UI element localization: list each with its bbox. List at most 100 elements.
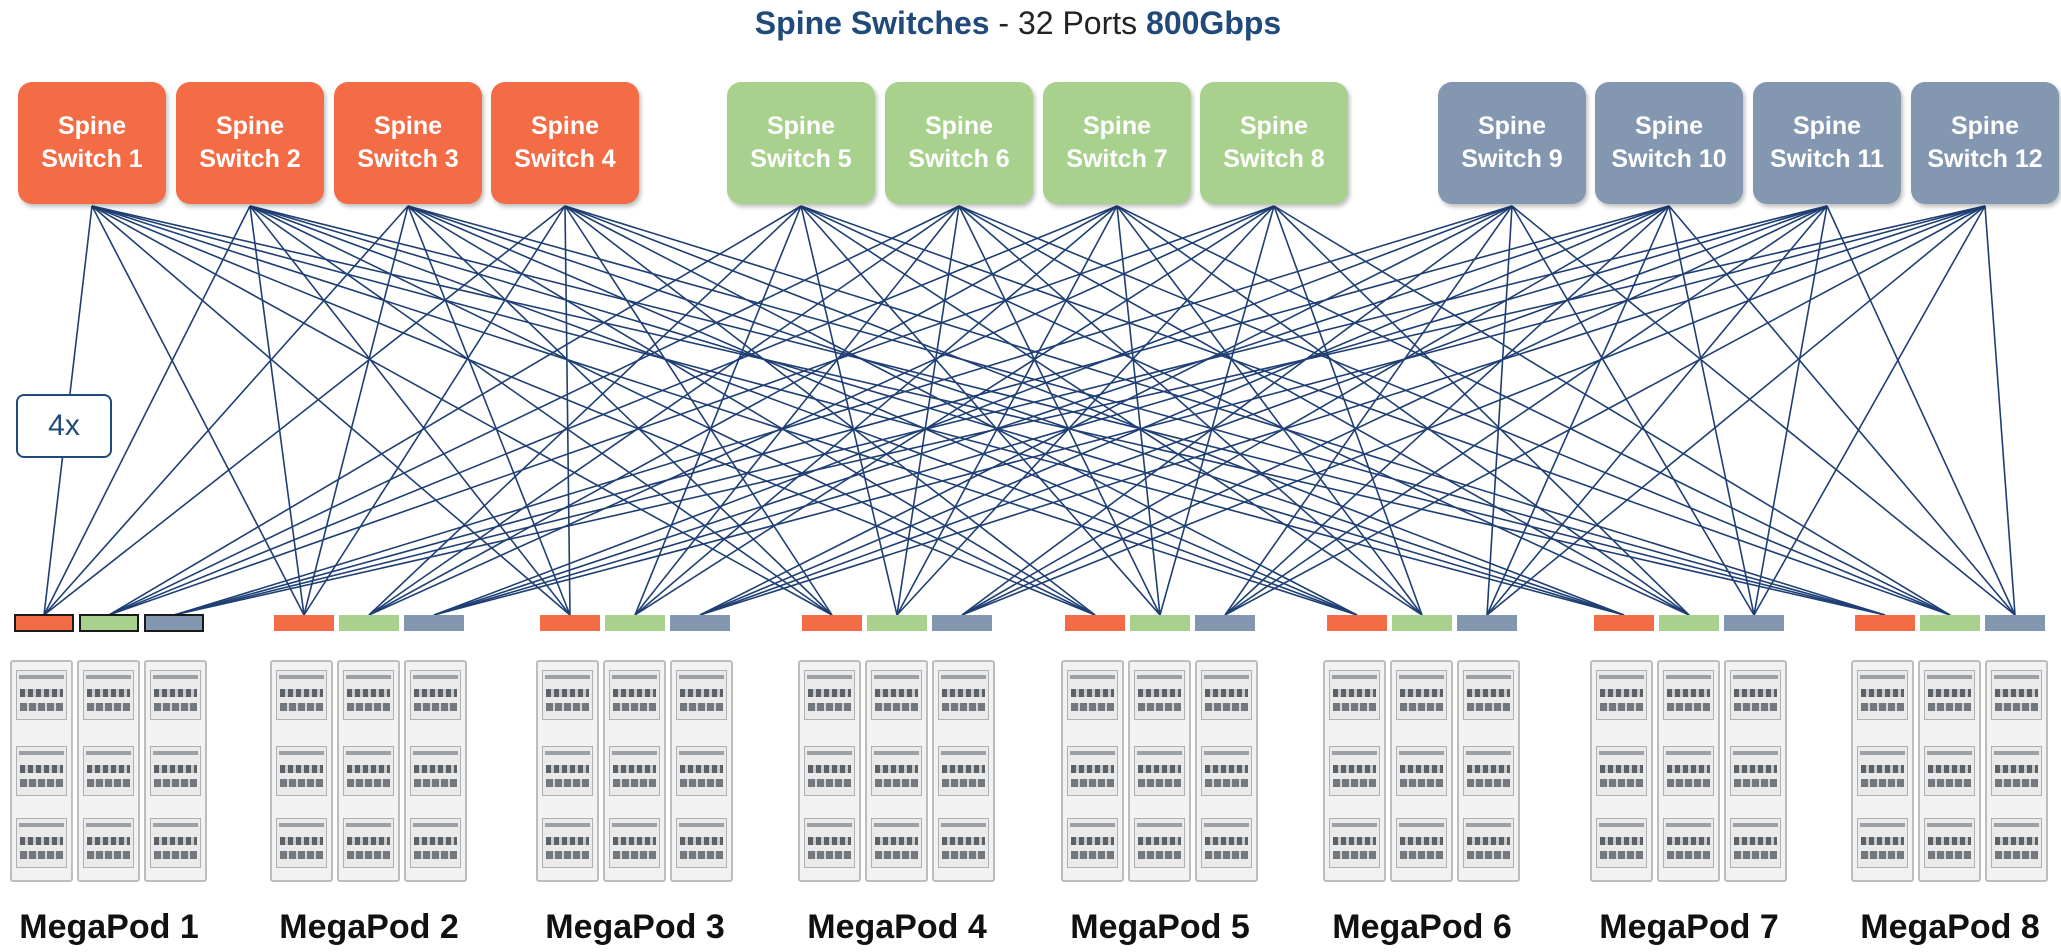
multiplier-label: 4x [48, 409, 80, 442]
link-spine-8-megapod-1 [108, 205, 1275, 616]
server-unit [1857, 818, 1908, 868]
spine-switch-9: Spine Switch 9 [1438, 82, 1586, 204]
link-spine-7-megapod-1 [108, 205, 1118, 616]
link-spine-3-megapod-1 [43, 205, 409, 616]
server-unit [1396, 818, 1447, 868]
link-spine-7-megapod-3 [634, 205, 1118, 616]
link-spine-8-megapod-8 [1273, 205, 1951, 616]
link-spine-8-megapod-2 [368, 205, 1275, 616]
server-rack [1390, 660, 1453, 882]
server-rack [10, 660, 73, 882]
link-spine-9-megapod-3 [699, 205, 1513, 616]
link-spine-12-megapod-2 [433, 205, 1986, 616]
server-rack [1590, 660, 1653, 882]
spine-switch-label: Spine Switch 1 [41, 112, 143, 173]
megapod-label: MegaPod 2 [279, 908, 459, 946]
spine-switch-11: Spine Switch 11 [1753, 82, 1901, 204]
link-spine-8-megapod-5 [1159, 205, 1275, 616]
link-spine-2-megapod-4 [249, 205, 833, 616]
server-unit [16, 818, 67, 868]
server-unit [1396, 746, 1447, 796]
link-spine-3-megapod-2 [303, 205, 409, 616]
spine-switch-label: Spine Switch 9 [1461, 112, 1563, 173]
megapod-5-uplink-group-2 [1130, 615, 1190, 631]
spine-switch-6: Spine Switch 6 [885, 82, 1033, 204]
link-spine-9-megapod-7 [1511, 205, 1755, 616]
server-unit [542, 746, 593, 796]
megapod-2-uplink-group-1 [274, 615, 334, 631]
server-unit [1924, 670, 1975, 720]
server-rack [77, 660, 140, 882]
link-spine-9-megapod-8 [1511, 205, 2016, 616]
server-unit [150, 746, 201, 796]
server-unit [1134, 670, 1185, 720]
megapod-label: MegaPod 1 [19, 908, 199, 946]
server-unit [16, 746, 67, 796]
server-unit [938, 670, 989, 720]
megapod-5-uplink-group-3 [1195, 615, 1255, 631]
server-unit [871, 818, 922, 868]
server-unit [83, 746, 134, 796]
link-spine-3-megapod-8 [407, 205, 1886, 616]
link-spine-6-megapod-2 [368, 205, 960, 616]
spine-switch-label: Spine Switch 10 [1611, 112, 1727, 173]
link-spine-11-megapod-2 [433, 205, 1828, 616]
server-unit [676, 670, 727, 720]
link-spine-8-megapod-4 [896, 205, 1275, 616]
server-unit [150, 818, 201, 868]
spine-switch-8: Spine Switch 8 [1200, 82, 1348, 204]
server-unit [1730, 818, 1781, 868]
megapod-label: MegaPod 7 [1599, 908, 1779, 946]
server-unit [1991, 670, 2042, 720]
megapod-label: MegaPod 8 [1860, 908, 2040, 946]
title-strong: Spine Switches [754, 5, 990, 41]
link-spine-1-megapod-2 [91, 205, 305, 616]
server-rack [798, 660, 861, 882]
link-spine-11-megapod-8 [1826, 205, 2016, 616]
link-spine-12-megapod-8 [1984, 205, 2016, 616]
link-spine-10-megapod-1 [173, 205, 1670, 616]
link-spine-4-megapod-8 [564, 205, 1886, 616]
megapod-label: MegaPod 3 [545, 908, 725, 946]
megapod-7-uplink-group-2 [1659, 615, 1719, 631]
server-unit [1201, 746, 1252, 796]
link-spine-6-megapod-3 [634, 205, 960, 616]
link-spine-11-megapod-3 [699, 205, 1828, 616]
link-spine-1-megapod-4 [91, 205, 833, 616]
server-rack [1985, 660, 2048, 882]
server-unit [609, 818, 660, 868]
spine-switch-label: Spine Switch 8 [1223, 112, 1325, 173]
megapod-4-uplink-group-3 [932, 615, 992, 631]
link-spine-8-megapod-6 [1273, 205, 1423, 616]
spine-switch-1: Spine Switch 1 [18, 82, 166, 204]
megapod-1-uplink-group-2 [79, 614, 139, 632]
spine-switch-label: Spine Switch 7 [1066, 112, 1168, 173]
link-spine-12-megapod-5 [1224, 205, 1986, 616]
link-spine-3-megapod-5 [407, 205, 1096, 616]
server-rack [1657, 660, 1720, 882]
megapod-7 [1590, 660, 1788, 886]
server-unit [1067, 670, 1118, 720]
link-spine-9-megapod-2 [433, 205, 1513, 616]
server-unit [1596, 746, 1647, 796]
link-spine-9-megapod-5 [1224, 205, 1513, 616]
server-unit [1134, 818, 1185, 868]
server-unit [1329, 746, 1380, 796]
server-unit [1991, 746, 2042, 796]
server-unit [1201, 670, 1252, 720]
title-rest: - 32 Ports [989, 5, 1147, 41]
spine-switch-5: Spine Switch 5 [727, 82, 875, 204]
link-spine-8-megapod-7 [1273, 205, 1690, 616]
server-rack [1323, 660, 1386, 882]
megapod-8-uplink-group-2 [1920, 615, 1980, 631]
server-unit [1329, 818, 1380, 868]
server-unit [1924, 818, 1975, 868]
megapod-2 [270, 660, 468, 886]
megapod-2-uplink-group-2 [339, 615, 399, 631]
link-spine-4-megapod-7 [564, 205, 1625, 616]
server-unit [804, 818, 855, 868]
megapod-7-uplink-group-1 [1594, 615, 1654, 631]
spine-switch-4: Spine Switch 4 [491, 82, 639, 204]
link-spine-10-megapod-3 [699, 205, 1670, 616]
